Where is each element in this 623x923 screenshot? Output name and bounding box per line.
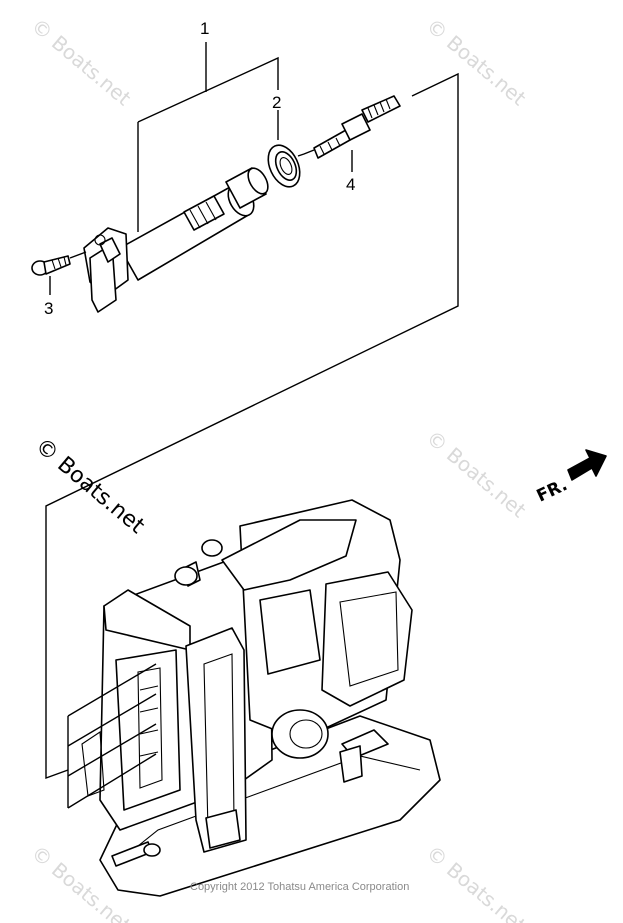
callout-2: 2 (272, 93, 281, 112)
front-direction-label: FR. (534, 475, 571, 506)
leader-lines (45, 42, 459, 779)
callout-4: 4 (346, 175, 355, 194)
watermark-top-left: © Boats.net (27, 13, 136, 110)
callout-3: 3 (44, 299, 53, 318)
engine-block (81, 499, 441, 897)
coil-seal (267, 144, 301, 188)
bolt (31, 251, 87, 276)
watermark-bottom-right: © Boats.net (422, 840, 531, 923)
front-arrow-icon (567, 449, 607, 481)
watermark-main: © Boats.net (30, 433, 149, 539)
watermark-top-right: © Boats.net (422, 13, 531, 110)
port-leaders (67, 663, 157, 809)
spark-plug (297, 95, 401, 159)
copyright-notice: Copyright 2012 Tohatsu America Corporati… (190, 881, 409, 893)
callout-1: 1 (200, 19, 209, 38)
watermark-mid-right: © Boats.net (422, 425, 531, 522)
callout-numbers: 1 2 3 4 (44, 19, 355, 318)
ignition-coil (83, 167, 269, 313)
front-direction-indicator: FR. (534, 449, 607, 507)
